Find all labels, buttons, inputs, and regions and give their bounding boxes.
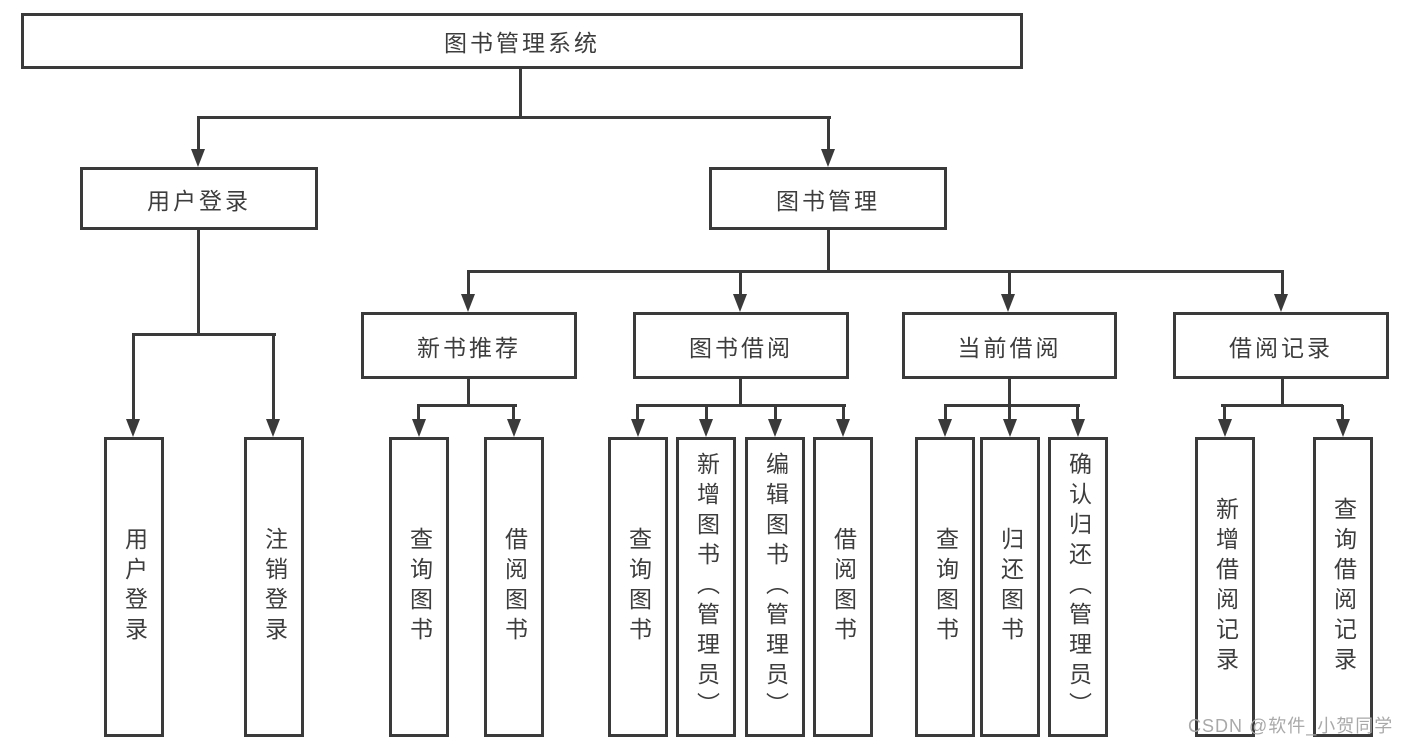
arrow-down-icon (631, 419, 645, 437)
connector-line (1008, 379, 1011, 406)
leaf-edit-book-admin: 编辑图书（管理员） (745, 437, 805, 737)
arrow-down-icon (266, 419, 280, 437)
arrow-down-icon (1071, 419, 1085, 437)
connector-line (132, 334, 135, 419)
connector-line (197, 117, 200, 149)
arrow-down-icon (191, 149, 205, 167)
node-user-login: 用户登录 (80, 167, 318, 230)
node-book-management: 图书管理 (709, 167, 947, 230)
arrow-down-icon (461, 294, 475, 312)
leaf-return-book: 归还图书 (980, 437, 1040, 737)
arrow-down-icon (699, 419, 713, 437)
connector-line (1008, 271, 1011, 295)
connector-line (827, 230, 830, 273)
leaf-add-borrow-record: 新增借阅记录 (1195, 437, 1255, 737)
connector-line (774, 405, 777, 419)
connector-line (827, 117, 830, 149)
connector-line (636, 404, 846, 407)
connector-line (1076, 405, 1079, 419)
leaf-query-borrow-record: 查询借阅记录 (1313, 437, 1373, 737)
arrow-down-icon (1001, 294, 1015, 312)
connector-line (739, 271, 742, 295)
connector-line (1221, 404, 1343, 407)
leaf-query-books-current: 查询图书 (915, 437, 975, 737)
leaf-query-books-borrowing: 查询图书 (608, 437, 668, 737)
leaf-user-login: 用户登录 (104, 437, 164, 737)
node-new-book-recommend: 新书推荐 (361, 312, 577, 379)
connector-line (132, 333, 276, 336)
arrow-down-icon (1336, 419, 1350, 437)
connector-line (519, 69, 522, 118)
connector-line (1281, 271, 1284, 295)
connector-line (467, 271, 470, 295)
node-current-borrowing: 当前借阅 (902, 312, 1117, 379)
arrow-down-icon (1003, 419, 1017, 437)
arrow-down-icon (1274, 294, 1288, 312)
arrow-down-icon (938, 419, 952, 437)
connector-line (1223, 405, 1226, 419)
leaf-query-books-recommend: 查询图书 (389, 437, 449, 737)
watermark: CSDN @软件_小贺同学 (1188, 716, 1394, 736)
connector-line (842, 405, 845, 419)
leaf-confirm-return-admin: 确认归还（管理员） (1048, 437, 1108, 737)
leaf-borrow-books-recommend: 借阅图书 (484, 437, 544, 737)
connector-line (1281, 379, 1284, 406)
connector-line (197, 230, 200, 336)
connector-line (944, 405, 947, 419)
arrow-down-icon (507, 419, 521, 437)
connector-line (417, 405, 420, 419)
leaf-borrow-books-borrowing: 借阅图书 (813, 437, 873, 737)
connector-line (467, 379, 470, 406)
arrow-down-icon (836, 419, 850, 437)
arrow-down-icon (821, 149, 835, 167)
connector-line (1008, 405, 1011, 419)
connector-line (705, 405, 708, 419)
arrow-down-icon (733, 294, 747, 312)
leaf-logout: 注销登录 (244, 437, 304, 737)
arrow-down-icon (768, 419, 782, 437)
arrow-down-icon (126, 419, 140, 437)
connector-line (197, 116, 831, 119)
connector-line (272, 334, 275, 419)
node-borrowing-records: 借阅记录 (1173, 312, 1389, 379)
connector-line (512, 405, 515, 419)
connector-line (739, 379, 742, 406)
arrow-down-icon (412, 419, 426, 437)
connector-line (417, 404, 517, 407)
connector-line (467, 270, 1284, 273)
node-book-borrowing: 图书借阅 (633, 312, 849, 379)
node-root: 图书管理系统 (21, 13, 1023, 69)
arrow-down-icon (1218, 419, 1232, 437)
connector-line (1341, 405, 1344, 419)
connector-line (636, 405, 639, 419)
leaf-add-book-admin: 新增图书（管理员） (676, 437, 736, 737)
connector-line (944, 404, 1080, 407)
